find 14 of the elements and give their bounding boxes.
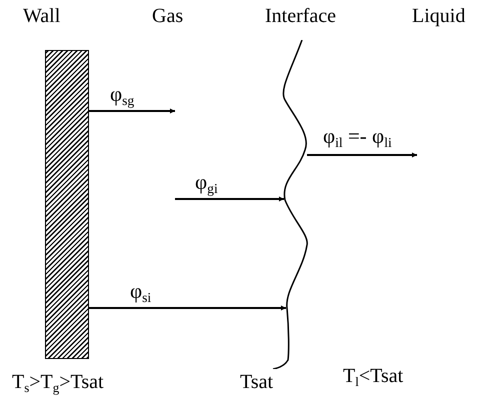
- label: T$_{l}$<Tsat: [343, 366, 404, 386]
- wavy-interface-line: [271, 40, 311, 369]
- arrow: [307, 152, 417, 158]
- edge-label: φ$_{si}$: [130, 281, 152, 302]
- hatched-wall: [45, 50, 89, 359]
- label: Interface: [265, 6, 336, 26]
- label: Liquid: [412, 6, 466, 26]
- label: Tsat: [240, 372, 274, 392]
- label: Wall: [23, 6, 60, 26]
- arrow: [89, 306, 286, 310]
- arrow: [175, 196, 284, 202]
- label: Gas: [152, 6, 184, 26]
- edge-label: φ$_{il}$ =- φ$_{li}$: [323, 126, 392, 147]
- arrow: [89, 108, 175, 114]
